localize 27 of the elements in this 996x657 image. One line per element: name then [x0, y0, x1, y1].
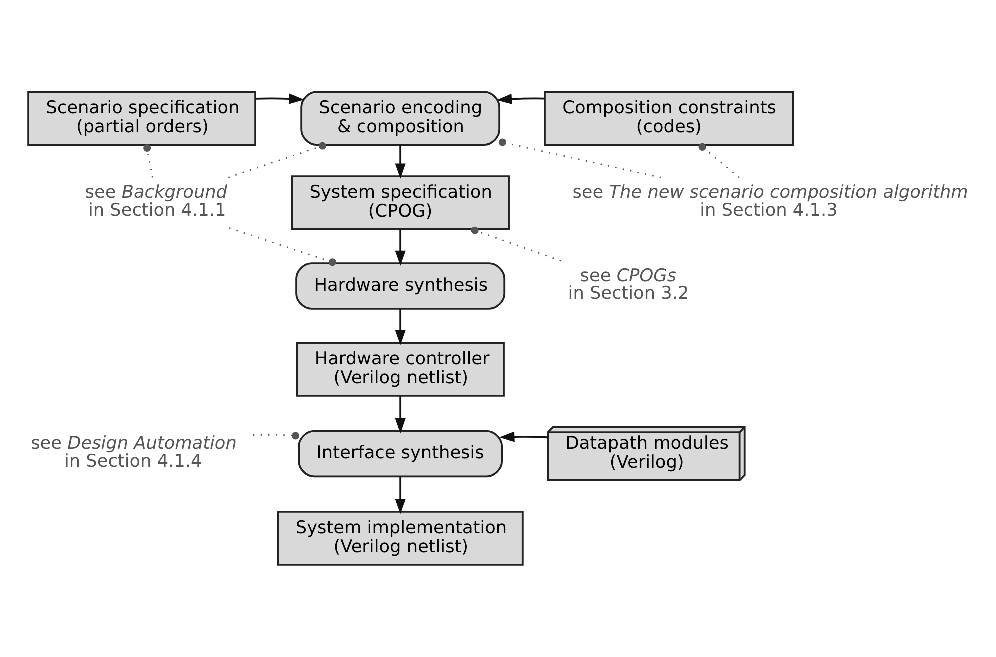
connector — [498, 138, 662, 179]
node-box: System implementation (Verilog netlist) — [277, 511, 524, 566]
node-text: see The new scenario composition algorithm in Section 4.1.3 — [572, 183, 968, 221]
node-box: Scenario encoding & composition — [300, 91, 501, 146]
connector — [144, 144, 154, 178]
arrow — [395, 230, 406, 266]
node-box: Hardware controller (Verilog netlist) — [296, 342, 505, 397]
arrow — [496, 94, 545, 105]
node-text: see CPOGs in Section 3.2 — [568, 266, 690, 304]
connector — [228, 142, 326, 178]
arrow — [256, 94, 304, 104]
connector — [229, 228, 336, 266]
connector — [698, 143, 740, 178]
node-box: System specification (CPOG) — [291, 176, 510, 230]
arrow — [395, 309, 406, 346]
arrow — [395, 476, 406, 514]
node-box: Composition constraints (codes) — [544, 91, 794, 146]
connector — [471, 226, 562, 262]
arrow — [395, 396, 406, 434]
node-box: Hardware synthesis — [296, 262, 506, 310]
node-text: see Design Automation in Section 4.1.4 — [31, 434, 237, 472]
connector — [253, 432, 300, 440]
arrow — [500, 432, 548, 442]
node-text: see Background in Section 4.1.1 — [85, 183, 228, 221]
node-box: Interface synthesis — [298, 430, 504, 478]
arrow — [395, 145, 406, 179]
node-box: Scenario specification (partial orders) — [28, 91, 256, 146]
